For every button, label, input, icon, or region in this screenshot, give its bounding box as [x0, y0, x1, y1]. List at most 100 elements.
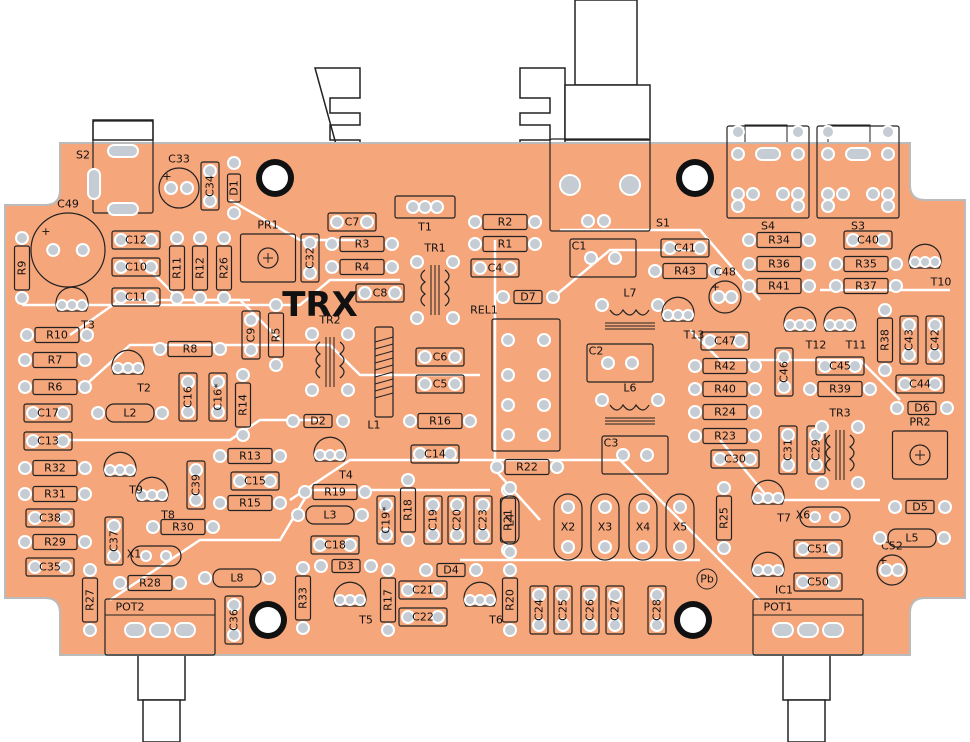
- relay-body: [491, 318, 561, 452]
- diode-body: [513, 289, 543, 305]
- pad: [476, 596, 484, 604]
- pad: [215, 451, 225, 461]
- pad: [836, 321, 844, 329]
- component-label: S3: [851, 220, 865, 233]
- resistor-body: [817, 380, 863, 398]
- pad: [298, 623, 308, 633]
- pad: [505, 263, 515, 273]
- pad: [817, 478, 827, 488]
- component-label: X2: [561, 521, 576, 534]
- pad: [293, 510, 303, 520]
- component-label: T5: [358, 614, 373, 627]
- pad: [828, 577, 838, 587]
- component-label: C47: [714, 335, 736, 348]
- pad: [17, 293, 27, 303]
- component-r39: R39: [803, 380, 877, 398]
- component-c29: C29: [806, 425, 826, 475]
- capacitor-body: [111, 257, 161, 277]
- component-label: R17: [382, 589, 395, 611]
- capacitor-body: [580, 585, 600, 635]
- pad: [904, 350, 914, 360]
- resistor-body: [756, 231, 802, 249]
- component-c31: C31: [778, 425, 798, 475]
- resistor-body: [662, 262, 708, 280]
- pad: [904, 320, 914, 330]
- component-r35: R35: [829, 255, 903, 273]
- capacitor-body: [793, 539, 843, 559]
- component-label: S2: [76, 149, 90, 162]
- pad: [238, 430, 248, 440]
- pad: [653, 300, 663, 310]
- component-label: R38: [879, 329, 892, 351]
- pad: [17, 233, 27, 243]
- component-r5: R5: [267, 298, 285, 372]
- component-label: C13: [37, 435, 59, 448]
- pad: [755, 147, 781, 161]
- pad: [772, 622, 794, 638]
- pad: [215, 498, 225, 508]
- component-r14: R14: [234, 368, 252, 442]
- trimmer-body: [891, 430, 949, 480]
- pad: [930, 379, 940, 389]
- component-c21: C21: [398, 580, 448, 600]
- component-t13: T13: [661, 296, 704, 342]
- component-label: R6: [48, 381, 63, 394]
- pad: [421, 565, 431, 575]
- pad: [878, 235, 888, 245]
- component-label: C38: [39, 512, 61, 525]
- pad: [205, 196, 215, 206]
- component-label: R26: [218, 257, 231, 279]
- coil-winding: [374, 385, 394, 392]
- component-label: R2: [498, 216, 513, 229]
- pad: [793, 127, 803, 137]
- component-label: C18: [324, 539, 346, 552]
- pad: [300, 487, 310, 497]
- pad: [684, 311, 692, 319]
- pad: [403, 612, 413, 622]
- pad: [387, 262, 397, 272]
- pad: [338, 416, 348, 426]
- component-label: L3: [323, 509, 336, 522]
- pad: [744, 259, 754, 269]
- pad: [109, 521, 119, 531]
- component-label: D7: [520, 291, 535, 304]
- capacitor-body: [774, 347, 794, 397]
- pad: [503, 400, 513, 410]
- capacitor-body: [398, 580, 448, 600]
- pad: [298, 563, 308, 573]
- pad: [172, 293, 182, 303]
- pad: [182, 183, 192, 193]
- resistor-body: [81, 577, 99, 623]
- pad: [146, 235, 156, 245]
- pad: [58, 436, 68, 446]
- component-label: X3: [598, 521, 613, 534]
- pad: [191, 495, 201, 505]
- pad: [558, 590, 568, 600]
- pad: [539, 400, 549, 410]
- pad: [621, 176, 639, 194]
- resistor-body: [127, 574, 173, 592]
- component-label: R37: [855, 280, 877, 293]
- pad: [561, 176, 579, 194]
- pad: [563, 542, 573, 552]
- resistor-body: [417, 412, 463, 430]
- crystal-body: [799, 506, 851, 528]
- pad: [797, 622, 819, 638]
- component-label: C35: [39, 561, 61, 574]
- component-label: C34: [204, 175, 217, 197]
- capacitor-body: [224, 595, 244, 645]
- component-c15: C15: [230, 471, 280, 491]
- pad: [806, 321, 814, 329]
- component-label: TR1: [423, 242, 445, 255]
- component-label: R18: [402, 499, 415, 521]
- pad: [470, 239, 480, 249]
- pad: [868, 189, 878, 199]
- trace: [560, 228, 761, 301]
- component-l8: L8: [198, 568, 276, 588]
- pad: [415, 449, 425, 459]
- component-r18: R18: [399, 473, 417, 547]
- component-label: D4: [443, 564, 458, 577]
- component-label: R43: [674, 265, 696, 278]
- pad: [87, 168, 101, 200]
- pad: [148, 522, 158, 532]
